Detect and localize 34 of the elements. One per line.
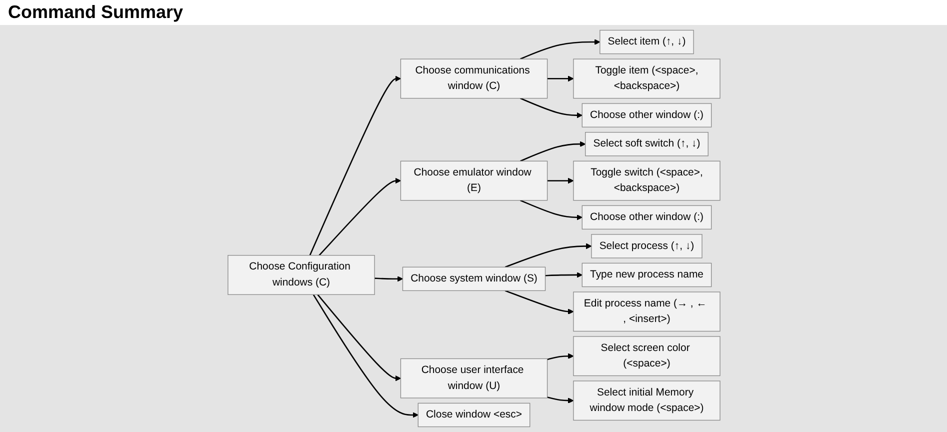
node-box: Choose other window (:) (581, 103, 712, 128)
node-box: Type new process name (581, 262, 712, 288)
arrow (544, 272, 582, 278)
node-box: Choose communications window (C) (400, 58, 548, 99)
node-box: Choose other window (:) (581, 205, 712, 230)
arrow (520, 141, 586, 162)
node-box: Edit process name (→ , ← , <insert>) (572, 292, 720, 332)
arrow (318, 178, 400, 256)
node-box: Choose user interface window (U) (400, 358, 548, 398)
arrow (374, 276, 402, 282)
node-box: Select initial Memory window mode (<space>) (572, 380, 720, 421)
node-box: Toggle item (<space>,<backspace>) (572, 58, 720, 99)
arrow (546, 76, 574, 82)
arrow (546, 353, 574, 360)
arrow (504, 290, 574, 314)
arrow (520, 200, 582, 220)
arrow (308, 76, 400, 256)
node-box: Select screen color (<space>) (572, 336, 720, 376)
node-box: Toggle switch (<space>,<backspace>) (572, 160, 720, 201)
node-box: Choose Configuration windows (C) (227, 255, 374, 295)
arrow (520, 39, 600, 60)
node-box: Choose system window (S) (402, 266, 546, 291)
arrow (312, 294, 418, 418)
arrow (546, 178, 574, 184)
node-box: Select item (↑, ↓) (599, 30, 694, 54)
node-box: Close window <esc> (417, 402, 530, 428)
arrow (520, 98, 582, 118)
node-box: Select soft switch (↑, ↓) (584, 132, 708, 156)
arrow (546, 396, 574, 404)
node-box: Select process (↑, ↓) (590, 234, 702, 258)
arrow (316, 294, 400, 382)
arrow (504, 243, 592, 268)
node-box: Choose emulator window (E) (400, 160, 548, 201)
diagram-title: Command Summary (8, 2, 184, 23)
